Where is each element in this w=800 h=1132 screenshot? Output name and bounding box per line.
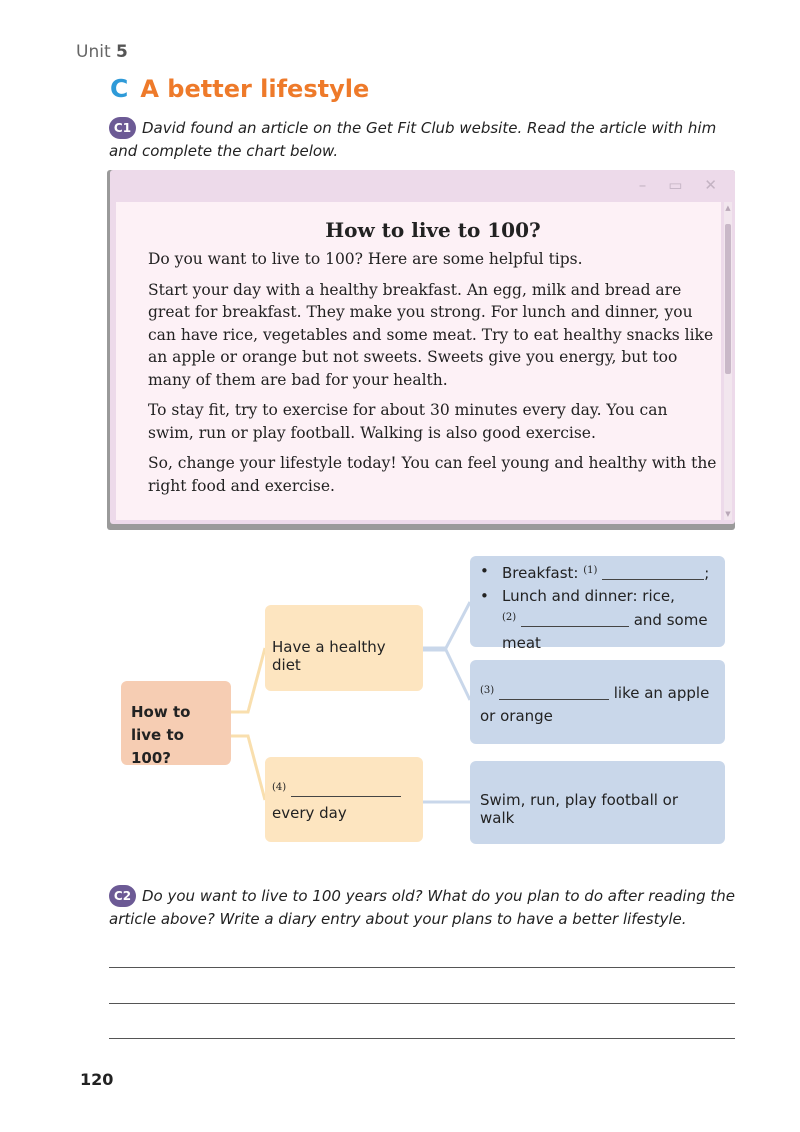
bullet-icon: • — [480, 586, 489, 605]
blank-4[interactable] — [290, 783, 401, 797]
article-paragraph: Start your day with a healthy breakfast.… — [148, 280, 714, 389]
restore-icon[interactable]: ▭ — [668, 176, 683, 194]
diagram-meals-leaf: • Breakfast: (1) ; • Lunch and dinner: r… — [470, 556, 725, 652]
meat-text: meat — [502, 633, 541, 652]
section-letter: C — [110, 74, 129, 103]
connector-root-diet — [231, 647, 267, 714]
article: How to live to 100? Do you want to live … — [148, 218, 718, 505]
lunch-label: Lunch and dinner: rice, — [502, 586, 675, 605]
bullet-icon: • — [480, 562, 489, 580]
scroll-down-icon[interactable]: ▼ — [725, 510, 731, 518]
scroll-up-icon[interactable]: ▲ — [725, 204, 731, 212]
diagram-snacks-leaf: (3) like an apple or orange — [470, 660, 725, 744]
article-paragraph: To stay fit, try to exercise for about 3… — [148, 401, 668, 442]
task-c1-text: David found an article on the Get Fit Cl… — [109, 119, 717, 160]
blank-3[interactable] — [498, 686, 609, 700]
snack-text-2: or orange — [480, 707, 553, 725]
writing-line[interactable] — [109, 1003, 735, 1004]
minimize-icon[interactable]: – — [638, 176, 647, 194]
connector-diet-leaf1 — [423, 601, 472, 650]
scrollbar[interactable]: ▲ ▼ — [724, 202, 732, 520]
close-icon[interactable]: ✕ — [704, 176, 717, 194]
exercise-text: every day — [272, 804, 347, 822]
blank-number-3: (3) — [480, 685, 495, 696]
blank-2[interactable] — [520, 613, 629, 627]
writing-line[interactable] — [109, 1038, 735, 1039]
connector-root-exercise — [231, 734, 267, 801]
list-item: • Breakfast: (1) ; — [480, 560, 715, 585]
section-title: A better lifestyle — [140, 74, 370, 103]
writing-line[interactable] — [109, 967, 735, 968]
window-content — [116, 202, 721, 520]
diagram-diet-node: Have a healthy diet — [265, 605, 423, 691]
article-paragraph: So, change your lifestyle today! You can… — [148, 454, 717, 495]
blank-number-2: (2) — [502, 612, 517, 623]
task-badge-c2: C2 — [109, 885, 136, 907]
browser-window: – ▭ ✕ ▲ ▼ — [107, 170, 735, 530]
unit-text: Unit — [76, 42, 111, 62]
scroll-thumb[interactable] — [725, 224, 731, 374]
unit-number: 5 — [116, 42, 128, 62]
unit-label: Unit 5 — [76, 42, 128, 62]
snack-text-1: like an apple — [613, 684, 710, 702]
article-paragraph: Do you want to live to 100? Here are som… — [148, 250, 583, 268]
task-c2-text: Do you want to live to 100 years old? Wh… — [109, 887, 735, 928]
semicolon: ; — [704, 564, 710, 582]
window-frame: – ▭ ✕ ▲ ▼ — [110, 170, 735, 524]
diagram-exercise-leaf: Swim, run, play football or walk — [470, 761, 725, 844]
section-heading: C A better lifestyle — [110, 74, 369, 103]
after-blank-2: and some — [633, 611, 708, 629]
page-number: 120 — [80, 1070, 114, 1089]
blank-number-1: (1) — [583, 565, 598, 576]
blank-number-4: (4) — [272, 782, 287, 793]
blank-1[interactable] — [602, 566, 705, 580]
list-item: • Lunch and dinner: rice, — [480, 585, 715, 608]
window-controls: – ▭ ✕ — [639, 176, 717, 194]
task-badge-c1: C1 — [109, 117, 136, 139]
breakfast-label: Breakfast: — [502, 564, 579, 582]
connector-diet-leaf2 — [423, 648, 472, 701]
diagram-root: How to live to 100? — [121, 681, 231, 767]
diagram-exercise-node: (4) every day — [265, 757, 423, 842]
article-title: How to live to 100? — [325, 218, 541, 242]
